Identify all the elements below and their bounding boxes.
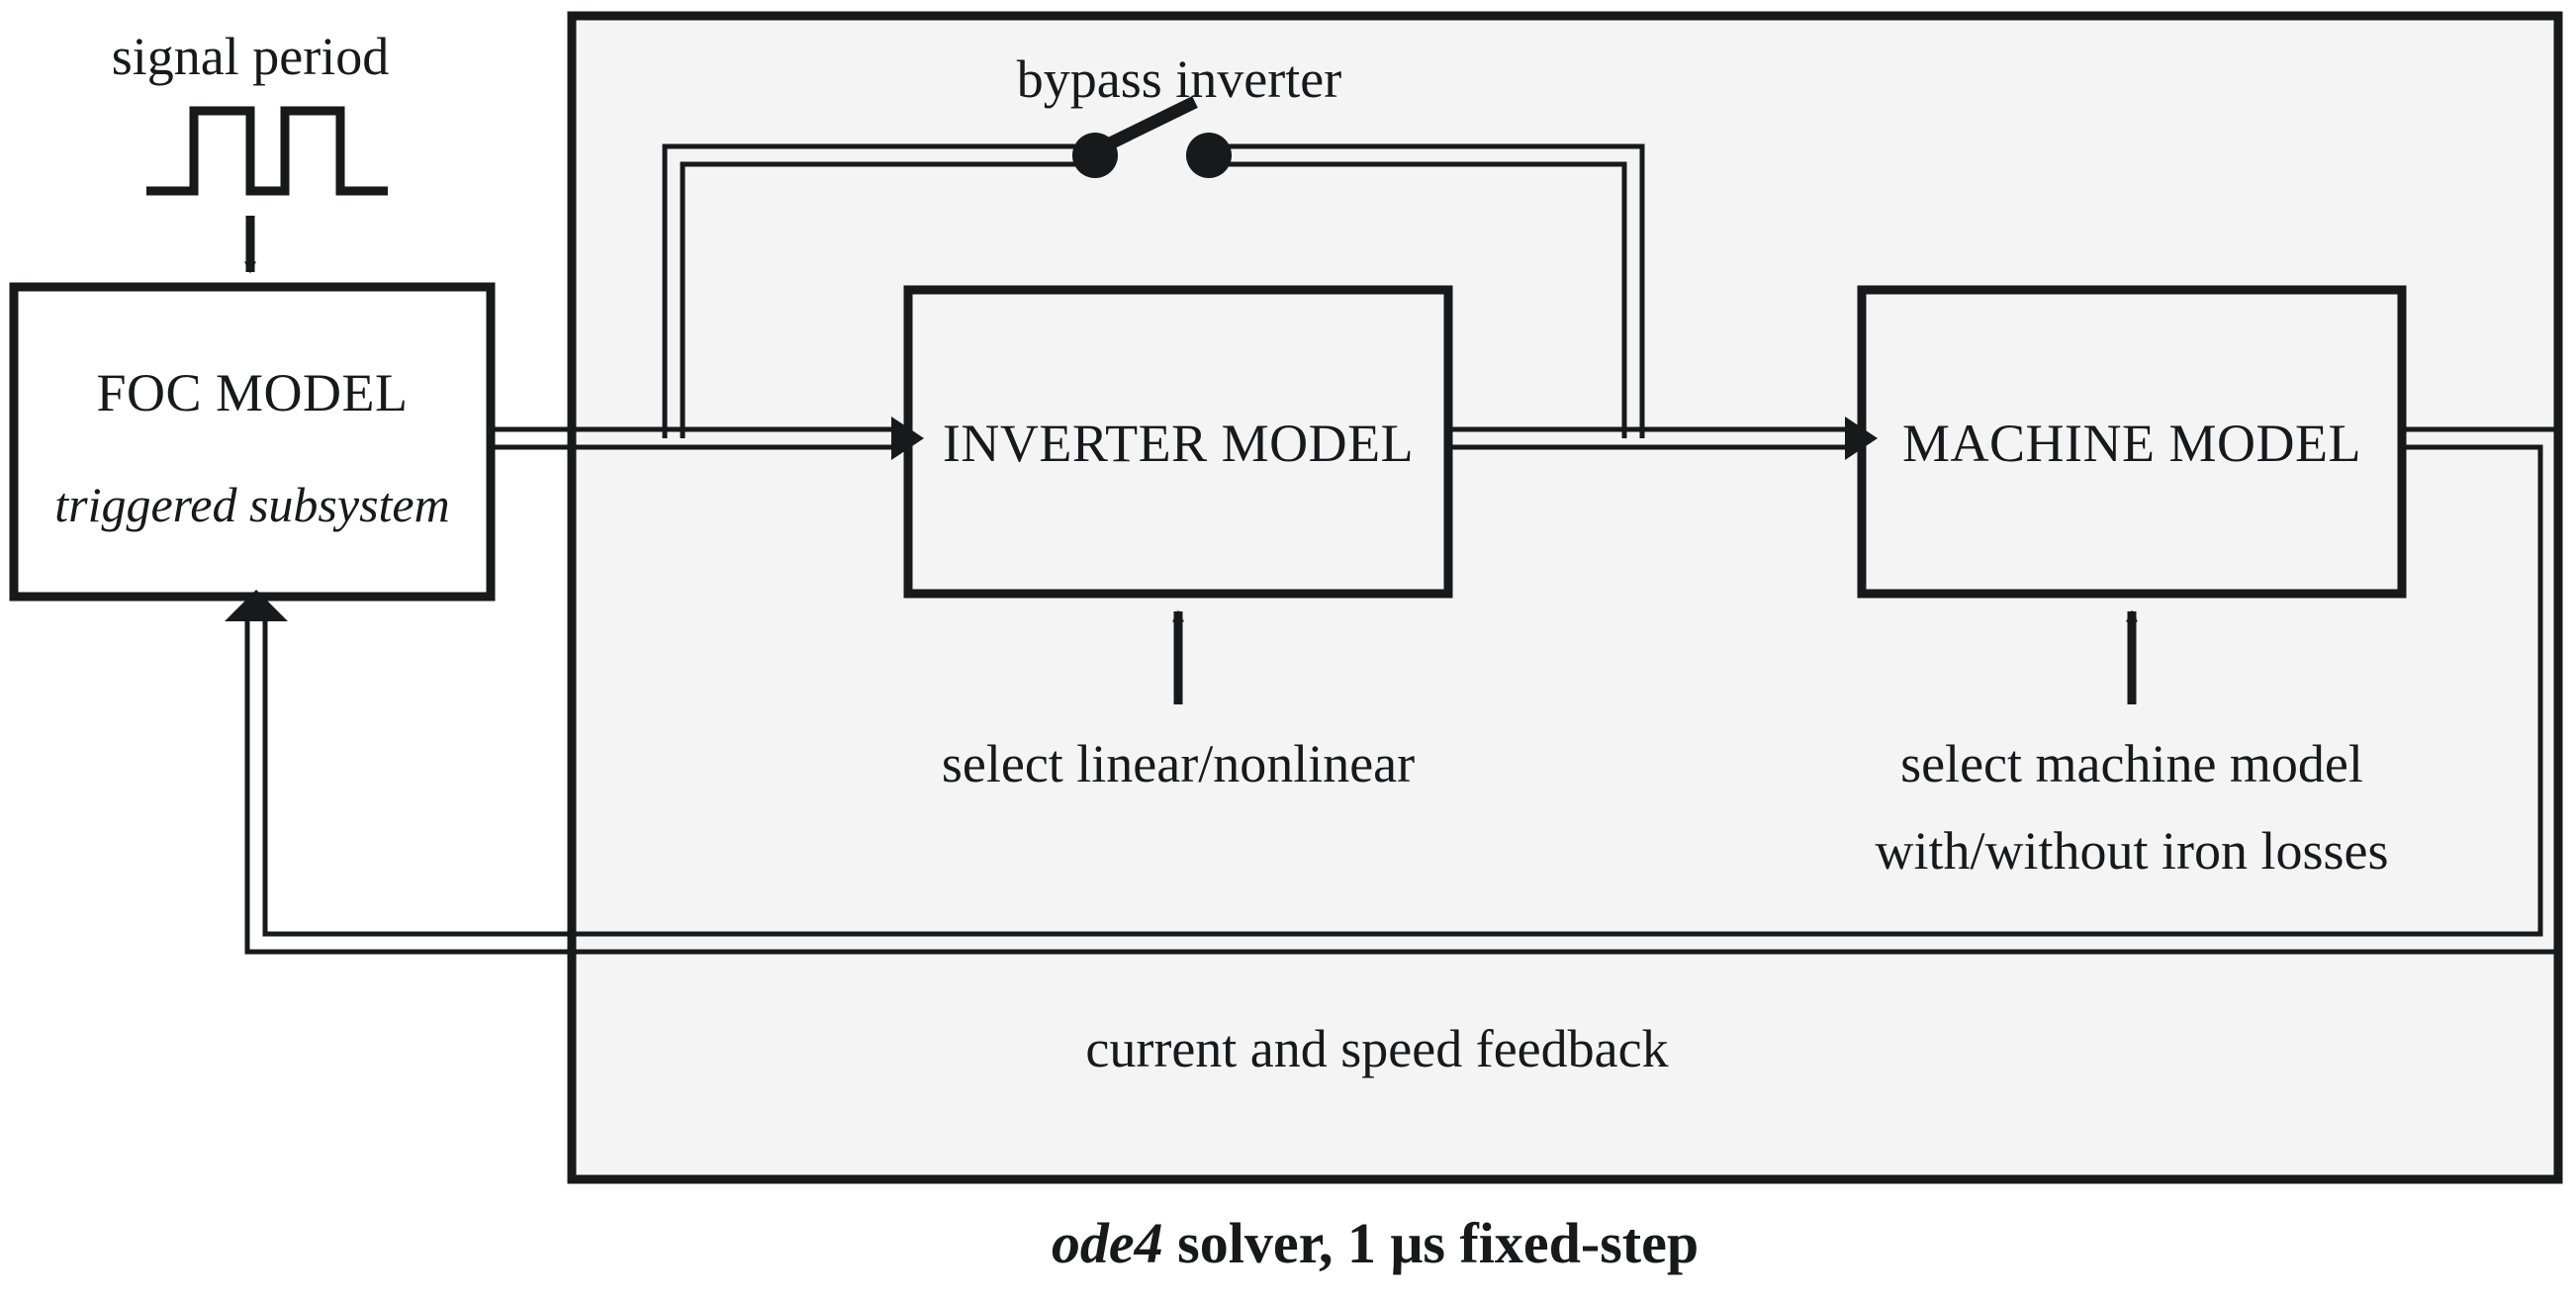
block-inverter-model-title: INVERTER MODEL (943, 414, 1414, 473)
open-switch-icon[interactable] (1072, 96, 1232, 178)
bus-current-speed-feedback (225, 426, 2561, 955)
block-foc-model[interactable] (9, 282, 496, 602)
block-foc-model-subtitle: triggered subsystem (54, 477, 450, 532)
label-select-machine-line1: select machine model (1900, 734, 2363, 793)
solver-caption-text: solver, 1 μs fixed-step (1177, 1211, 1699, 1275)
label-select-inverter: select linear/nonlinear (942, 734, 1415, 793)
label-current-speed-feedback: current and speed feedback (1085, 1019, 1668, 1078)
label-signal-period: signal period (112, 27, 389, 86)
label-bypass-inverter: bypass inverter (1017, 49, 1341, 109)
square-pulse-waveform-icon (146, 106, 388, 196)
solver-caption-emphasis: ode4 (1052, 1211, 1163, 1275)
block-inverter-model[interactable] (903, 285, 1453, 599)
bus-inverter-to-machine (1448, 417, 1878, 460)
block-machine-model[interactable] (1857, 285, 2407, 599)
bus-foc-to-inverter (491, 417, 924, 460)
svg-text:ode4 solver, 1 μs fixed-step: ode4 solver, 1 μs fixed-step (1052, 1211, 1699, 1275)
label-select-machine-line2: with/without iron losses (1875, 821, 2388, 881)
block-machine-model-title: MACHINE MODEL (1902, 414, 2361, 473)
block-foc-model-title: FOC MODEL (96, 363, 408, 422)
bus-bypass-inverter (662, 143, 1645, 438)
solver-caption: ode4 solver, 1 μs fixed-step (1052, 1211, 1699, 1275)
